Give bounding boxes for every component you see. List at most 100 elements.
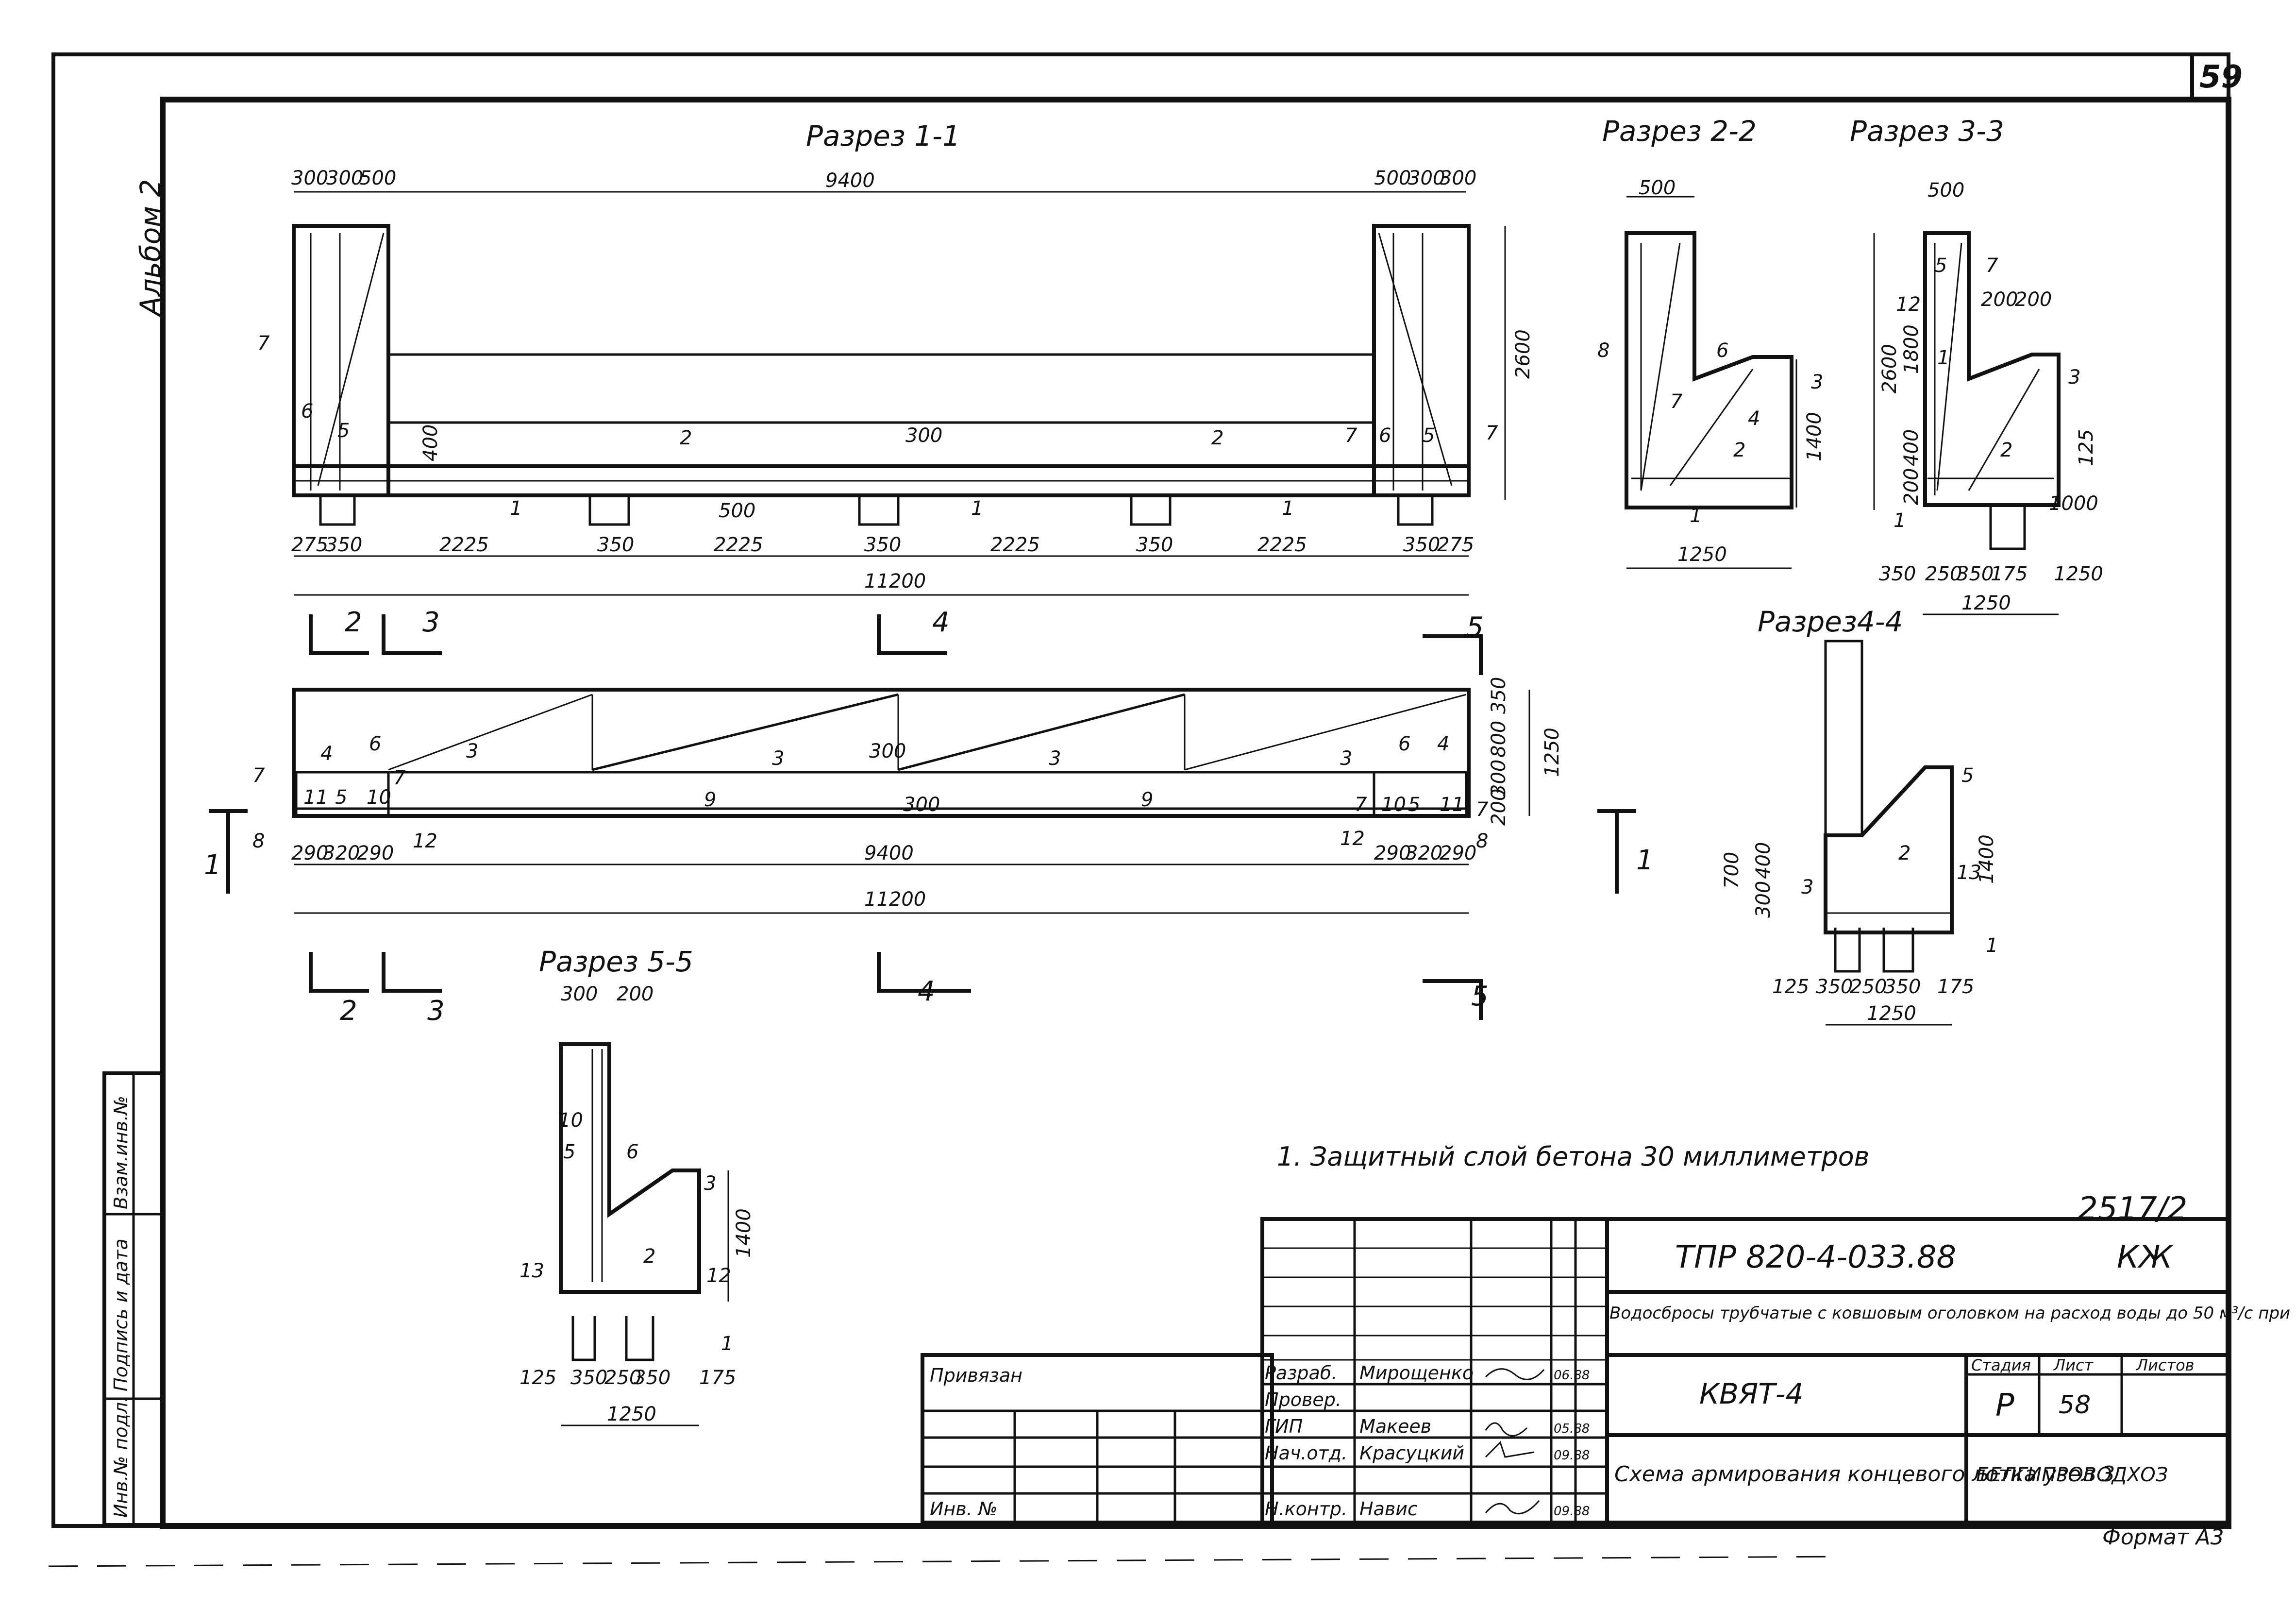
svg-text:5: 5 xyxy=(1471,981,1489,1012)
svg-text:2: 2 xyxy=(2000,439,2012,461)
inner-frame xyxy=(160,97,2231,1529)
svg-text:320: 320 xyxy=(323,842,360,864)
scan-edge xyxy=(48,1556,1845,1567)
svg-text:7: 7 xyxy=(257,332,270,355)
svg-text:2: 2 xyxy=(1898,842,1911,864)
svg-text:300: 300 xyxy=(326,167,363,189)
page-number-box xyxy=(2190,52,2230,102)
svg-text:4: 4 xyxy=(918,976,935,1007)
svg-text:12: 12 xyxy=(413,830,437,852)
section-3-3: Разрез 3-3 500 2600 1800 400 200 200 200… xyxy=(1850,115,2103,615)
svg-text:5: 5 xyxy=(337,420,350,442)
section-4-4: Разрез4-4 1400 700 400 300 125 350 250 3… xyxy=(1721,605,1998,1026)
svg-text:350: 350 xyxy=(1136,534,1173,556)
signature-3 xyxy=(1485,1441,1535,1458)
svg-text:10: 10 xyxy=(1381,794,1406,816)
svg-text:300: 300 xyxy=(903,794,940,816)
svg-text:Разрез 5-5: Разрез 5-5 xyxy=(539,945,693,978)
svg-text:300: 300 xyxy=(291,167,328,189)
svg-text:1250: 1250 xyxy=(607,1403,656,1425)
svg-text:400: 400 xyxy=(1900,429,1923,466)
svg-text:11: 11 xyxy=(1440,794,1464,816)
svg-text:1: 1 xyxy=(1690,505,1702,527)
svg-text:175: 175 xyxy=(1991,563,2028,585)
cut-marks-top: 2 3 4 5 xyxy=(309,607,1484,675)
svg-text:7: 7 xyxy=(1476,798,1489,821)
svg-text:Мирощенко: Мирощенко xyxy=(1359,1362,1474,1384)
svg-text:5: 5 xyxy=(1935,254,1947,277)
svg-text:11200: 11200 xyxy=(864,888,926,911)
svg-text:9400: 9400 xyxy=(864,842,914,864)
svg-text:1: 1 xyxy=(204,849,221,881)
protective-layer-note: 1. Защитный слой бетона 30 миллиметров xyxy=(1277,1141,1869,1172)
svg-text:250: 250 xyxy=(1850,976,1887,998)
svg-text:2: 2 xyxy=(345,607,362,638)
svg-text:700: 700 xyxy=(1721,852,1743,889)
signature-2 xyxy=(1485,1422,1528,1437)
svg-text:500: 500 xyxy=(359,167,396,189)
svg-text:09.88: 09.88 xyxy=(1554,1448,1590,1463)
album-label: Альбом 2 xyxy=(134,179,167,318)
svg-text:1400: 1400 xyxy=(1976,834,1998,884)
inv-no-label: Инв. № xyxy=(930,1498,997,1520)
svg-text:1: 1 xyxy=(1937,347,1949,369)
svg-text:8: 8 xyxy=(1476,830,1488,852)
svg-text:2600: 2600 xyxy=(1878,344,1901,393)
svg-text:350: 350 xyxy=(1403,534,1440,556)
stage-value: Р xyxy=(1995,1388,2014,1423)
svg-text:7: 7 xyxy=(1670,390,1683,413)
svg-text:2: 2 xyxy=(680,427,692,449)
svg-text:1000: 1000 xyxy=(2049,492,2098,515)
svg-text:290: 290 xyxy=(291,842,328,864)
project-code: ТПР 820-4-033.88 xyxy=(1675,1239,1956,1275)
svg-text:5: 5 xyxy=(1961,764,1974,787)
svg-text:175: 175 xyxy=(1937,976,1974,998)
svg-text:175: 175 xyxy=(699,1367,736,1389)
organization: БЕЛГИПРОВОДХОЗ xyxy=(1976,1464,2168,1486)
stage-label: Стадия xyxy=(1971,1356,2031,1374)
svg-text:500: 500 xyxy=(1374,167,1411,189)
svg-text:7: 7 xyxy=(1486,422,1498,444)
svg-text:800: 800 xyxy=(1488,721,1510,758)
svg-text:4: 4 xyxy=(1437,733,1449,755)
svg-text:1: 1 xyxy=(510,497,522,520)
svg-text:11: 11 xyxy=(303,786,328,809)
project-description: Водосбросы трубчатые с ковшовым оголовко… xyxy=(1609,1304,2296,1323)
svg-text:9: 9 xyxy=(704,789,716,811)
svg-text:300: 300 xyxy=(905,424,942,447)
svg-text:350: 350 xyxy=(1957,563,1994,585)
section-1-1-title: Разрез 1-1 xyxy=(806,119,960,152)
svg-text:6: 6 xyxy=(1398,733,1410,755)
svg-text:1: 1 xyxy=(721,1333,733,1355)
svg-text:275: 275 xyxy=(1437,534,1474,556)
svg-text:2225: 2225 xyxy=(1257,534,1307,556)
corner-mark: 2517/2 xyxy=(2078,1191,2187,1227)
svg-text:300: 300 xyxy=(869,740,906,762)
svg-text:290: 290 xyxy=(1440,842,1476,864)
svg-text:Разрез 2-2: Разрез 2-2 xyxy=(1602,115,1757,148)
svg-text:300: 300 xyxy=(1440,167,1476,189)
svg-text:10: 10 xyxy=(558,1109,583,1132)
sidebar-vzam: Взам.инв.№ xyxy=(110,1096,132,1209)
sidebar-inv-podl: Инв.№ подл. xyxy=(110,1396,132,1518)
svg-text:Разрез 3-3: Разрез 3-3 xyxy=(1850,115,2004,148)
svg-text:2225: 2225 xyxy=(714,534,763,556)
svg-text:350: 350 xyxy=(325,534,362,556)
svg-text:300: 300 xyxy=(1752,881,1775,918)
svg-text:3: 3 xyxy=(2068,366,2080,389)
svg-text:Н.контр.: Н.контр. xyxy=(1265,1498,1347,1520)
svg-text:4: 4 xyxy=(1748,407,1760,430)
svg-text:350: 350 xyxy=(1879,563,1916,585)
svg-text:300: 300 xyxy=(561,983,598,1005)
svg-text:290: 290 xyxy=(357,842,394,864)
sheets-label: Листов xyxy=(2136,1356,2195,1374)
svg-text:6: 6 xyxy=(369,733,381,755)
svg-text:275: 275 xyxy=(291,534,328,556)
svg-text:Красуцкий: Красуцкий xyxy=(1359,1442,1464,1464)
svg-text:2225: 2225 xyxy=(990,534,1040,556)
svg-text:300: 300 xyxy=(1488,760,1510,796)
svg-text:2600: 2600 xyxy=(1512,329,1534,379)
svg-text:13: 13 xyxy=(520,1260,544,1282)
svg-text:13: 13 xyxy=(1957,862,1981,884)
sheet-number: 58 xyxy=(2059,1390,2091,1420)
